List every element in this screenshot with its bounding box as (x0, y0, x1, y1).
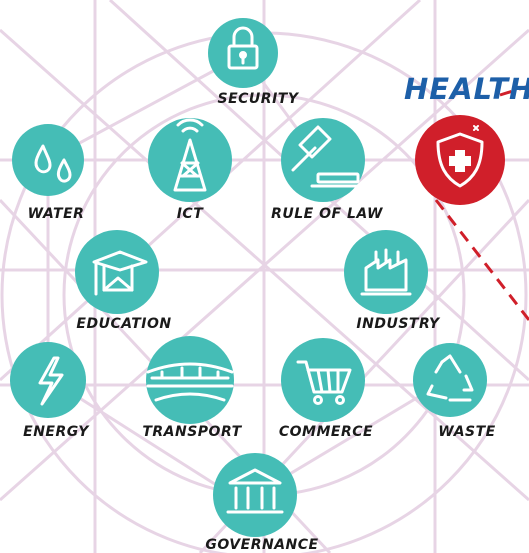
security-label: SECURITY (217, 91, 299, 107)
commerce-node[interactable] (281, 338, 365, 422)
transport-node[interactable] (146, 336, 234, 424)
waste-label: WASTE (438, 424, 496, 440)
education-label: EDUCATION (76, 316, 172, 332)
shopping-cart-icon (296, 360, 352, 405)
health-callout-line (434, 84, 529, 321)
train-icon (146, 362, 234, 402)
education-node[interactable] (75, 230, 159, 314)
graduation-cap-icon (92, 250, 148, 296)
rule-of-law-label: RULE OF LAW (271, 206, 383, 222)
recycle-icon (426, 354, 474, 402)
governance-label: GOVERNANCE (205, 537, 319, 553)
radio-tower-icon (173, 118, 207, 192)
government-building-icon (226, 468, 284, 514)
energy-label: ENERGY (23, 424, 89, 440)
ict-label: ICT (176, 206, 204, 222)
water-label: WATER (27, 206, 85, 222)
shield-cross-icon (436, 125, 484, 188)
transport-label: TRANSPORT (142, 424, 242, 440)
industry-node[interactable] (344, 230, 428, 314)
industry-label: INDUSTRY (356, 316, 440, 332)
health-title: HEALTH (404, 72, 529, 106)
factory-icon (360, 248, 412, 296)
waste-node[interactable] (413, 343, 487, 417)
commerce-label: COMMERCE (278, 424, 374, 440)
lightning-bolt-icon (38, 356, 64, 406)
governance-node[interactable] (213, 453, 297, 537)
gavel-icon (291, 125, 362, 188)
ict-node[interactable] (148, 118, 232, 202)
water-drops-icon (34, 144, 72, 183)
padlock-icon (227, 26, 259, 70)
energy-node[interactable] (10, 342, 86, 418)
